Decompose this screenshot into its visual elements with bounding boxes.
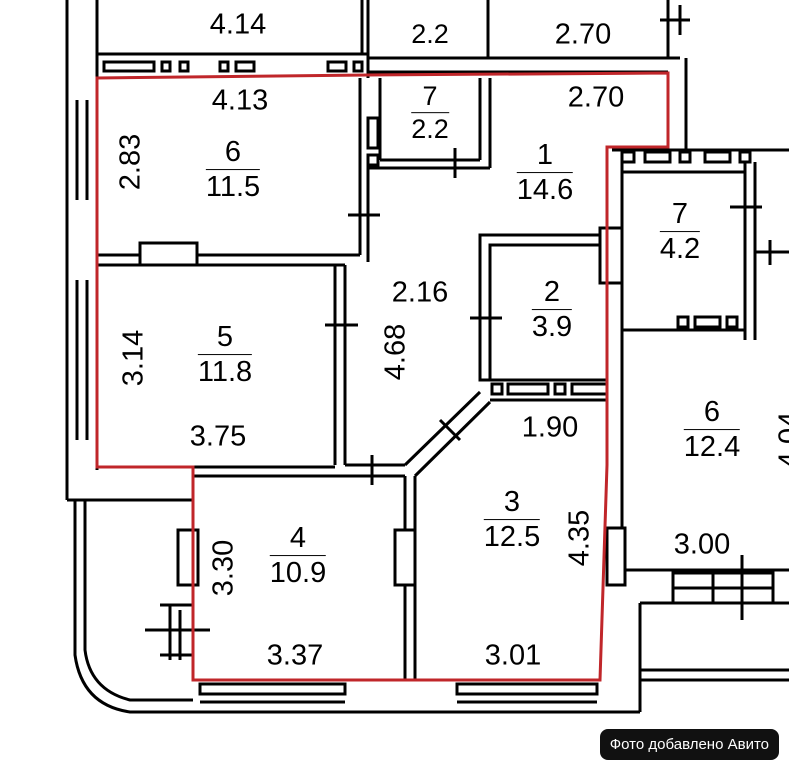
- dim-r5-height: 3.14: [117, 329, 150, 387]
- watermark-badge: Фото добавлено Авито: [599, 729, 779, 760]
- dim-r6-height: 2.83: [114, 133, 147, 191]
- dim-top-414: 4.14: [209, 8, 267, 41]
- dim-nb-300: 3.00: [673, 528, 731, 561]
- dim-r3-width: 3.01: [484, 639, 542, 672]
- dim-nb-404: 4.04: [773, 411, 789, 469]
- dim-r1-270: 2.70: [567, 81, 625, 114]
- dim-r1-216: 2.16: [391, 276, 449, 309]
- dim-r3-height: 4.35: [563, 509, 596, 567]
- neighbor-room-2: 22.2: [411, 19, 449, 50]
- dim-r6-width: 4.13: [211, 84, 269, 117]
- apartment-outline: [95, 71, 670, 682]
- dim-r1-190: 1.90: [521, 411, 579, 444]
- dim-r4-height: 3.30: [207, 539, 240, 597]
- dim-top-270: 2.70: [554, 18, 612, 51]
- dim-r5-width: 3.75: [189, 420, 247, 453]
- dim-r4-width: 3.37: [266, 639, 324, 672]
- dim-r1-468: 4.68: [379, 323, 412, 381]
